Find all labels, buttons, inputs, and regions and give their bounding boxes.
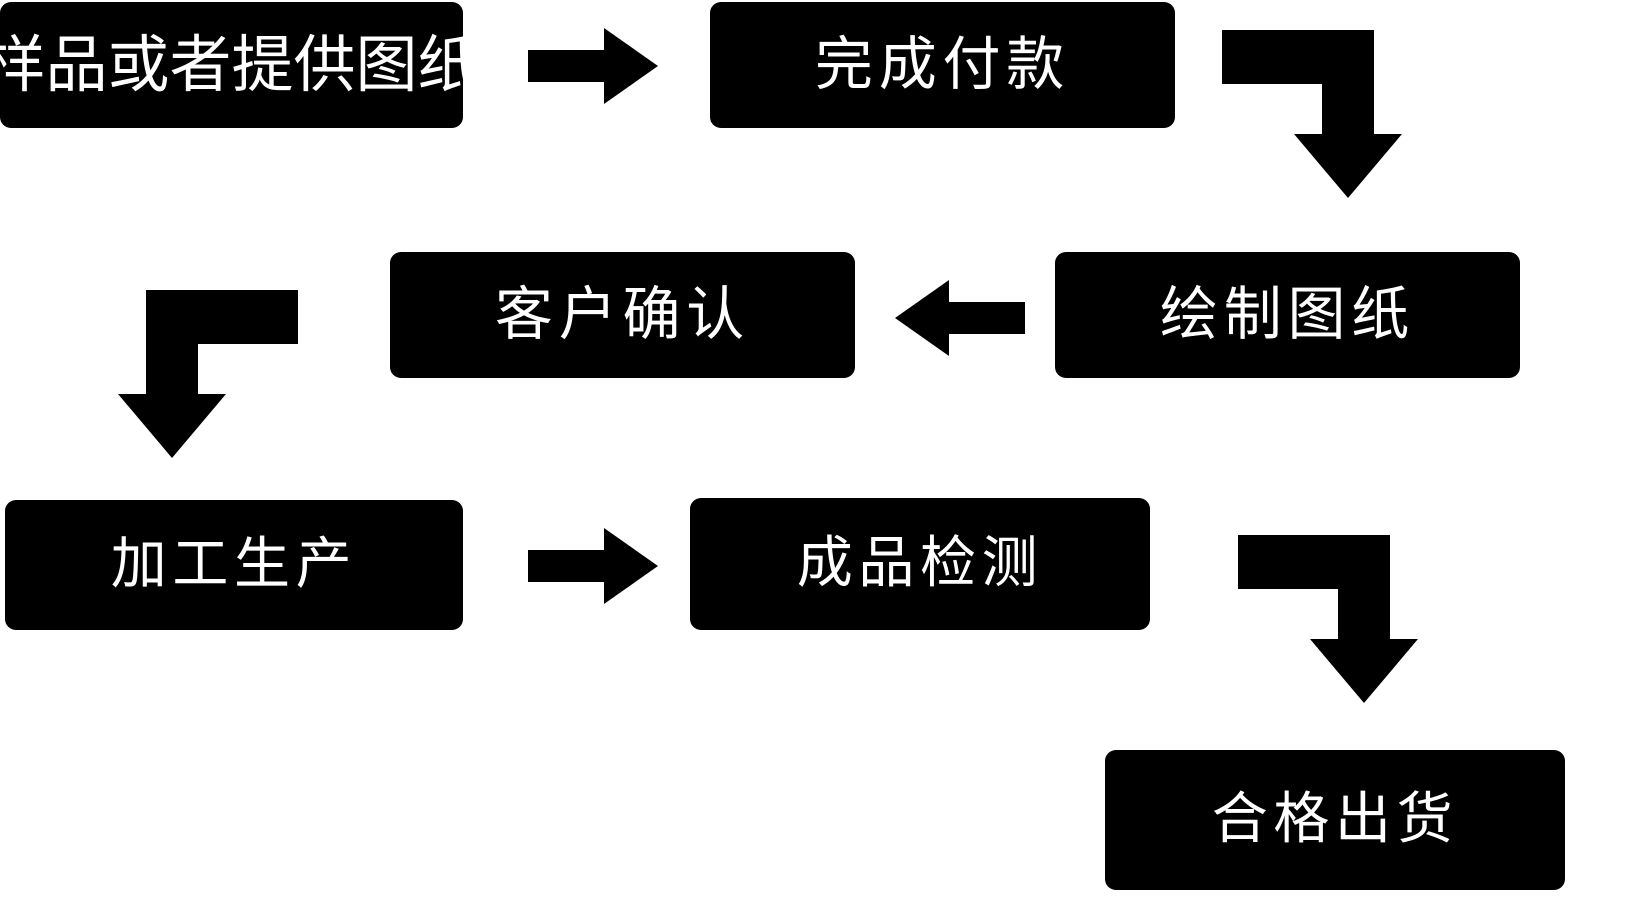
node-shipping-label: 合格出货 [1211, 787, 1459, 853]
node-production-label: 加工生产 [110, 532, 358, 598]
node-sample-label: 样品或者提供图纸 [0, 27, 480, 101]
node-payment-label: 完成付款 [814, 30, 1071, 99]
node-drawing-label: 绘制图纸 [1159, 280, 1416, 349]
node-inspection[interactable]: 成品检测 [690, 498, 1150, 630]
arrow-left-icon-drawing-to-confirm [895, 280, 1025, 356]
node-inspection-label: 成品检测 [796, 531, 1044, 597]
node-sample[interactable]: 样品或者提供图纸 [0, 2, 480, 128]
node-payment[interactable]: 完成付款 [710, 2, 1175, 128]
node-confirm-label: 客户确认 [494, 280, 751, 349]
arrow-elbow-down-icon-inspection-to-shipping [1238, 535, 1418, 703]
node-drawing[interactable]: 绘制图纸 [1055, 252, 1520, 378]
node-confirm[interactable]: 客户确认 [390, 252, 855, 378]
node-shipping[interactable]: 合格出货 [1105, 750, 1565, 890]
node-production[interactable]: 加工生产 [5, 500, 463, 630]
arrow-right-icon-production-to-inspection [528, 528, 658, 604]
arrow-right-icon-sample-to-payment [528, 28, 658, 104]
arrow-elbow-down-icon-confirm-to-production [118, 290, 298, 458]
arrow-elbow-down-icon-payment-to-drawing [1222, 30, 1402, 198]
